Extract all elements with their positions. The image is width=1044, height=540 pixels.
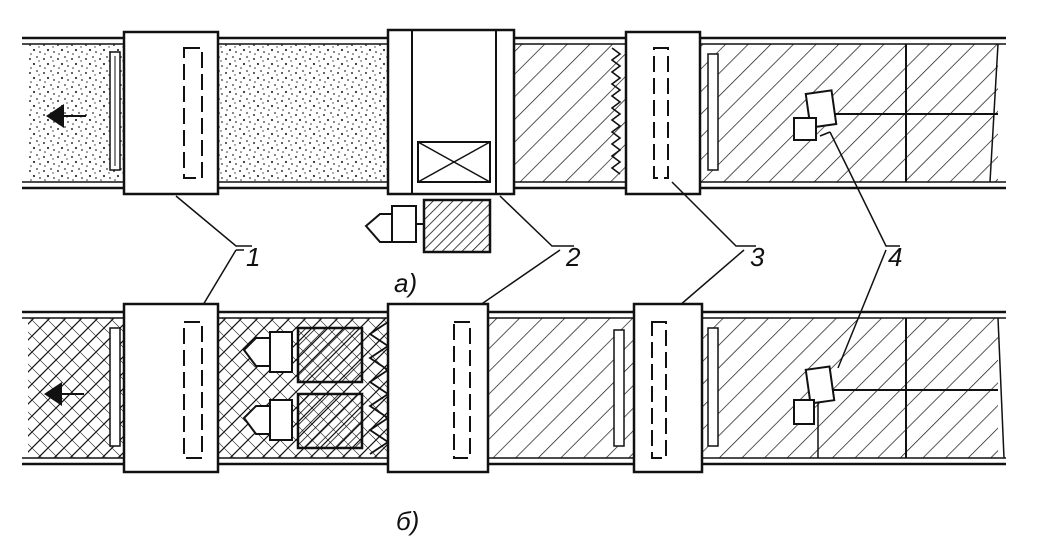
equipment-unit-4 — [793, 365, 836, 425]
coal-face-zigzag — [610, 47, 622, 175]
caption-a: а) — [394, 268, 417, 298]
coal-face-zigzag — [368, 321, 390, 455]
callout-1: 1 — [246, 242, 260, 272]
support-unit-1 — [122, 302, 220, 474]
arrow-left-icon — [44, 382, 84, 406]
hatched-zone — [514, 44, 626, 182]
dotted-zone — [28, 44, 124, 182]
combine-machine — [242, 392, 364, 450]
equipment-unit-4 — [793, 89, 840, 141]
cross-hatched-zone — [28, 318, 124, 458]
support-unit-3 — [624, 30, 702, 196]
hatched-zone — [488, 318, 634, 458]
scheme-b — [22, 302, 1006, 474]
combine-machine — [242, 326, 364, 384]
callout-3: 3 — [750, 242, 765, 272]
combine-machine — [364, 198, 492, 254]
scheme-a — [22, 28, 1006, 254]
arrow-left-icon — [46, 104, 86, 128]
support-unit-2 — [386, 302, 490, 474]
callout-4: 4 — [888, 242, 902, 272]
support-unit-1 — [122, 30, 220, 196]
leader-lines-a — [175, 131, 900, 247]
support-unit-2 — [386, 28, 516, 196]
dotted-zone — [218, 44, 388, 182]
hatched-zone — [702, 318, 998, 458]
support-unit-3 — [632, 302, 704, 474]
callout-2: 2 — [565, 242, 581, 272]
caption-b: б) — [396, 506, 419, 536]
